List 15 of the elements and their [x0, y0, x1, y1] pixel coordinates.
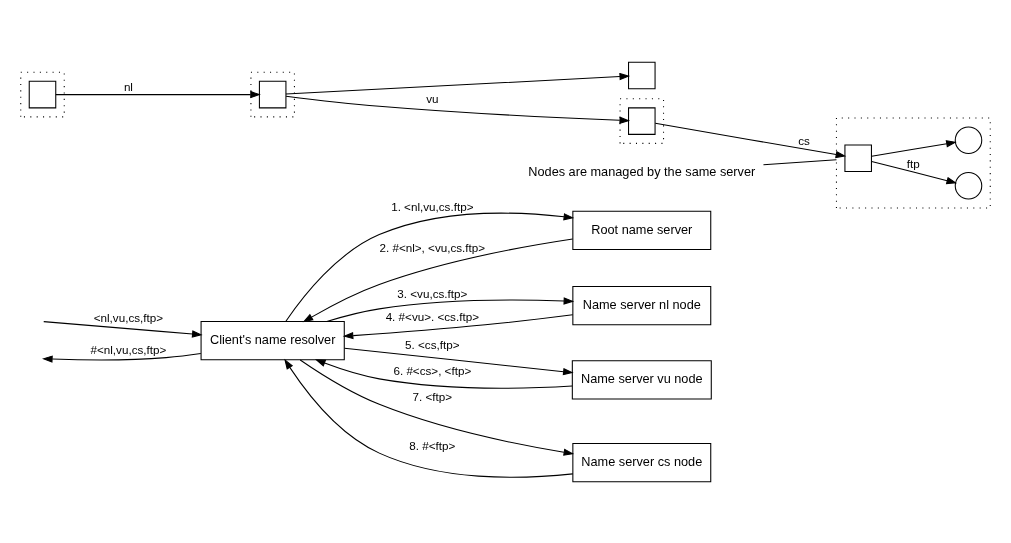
edge-label: 7. <ftp>	[412, 389, 453, 403]
edge-label: vu	[426, 91, 439, 105]
node-text: Nodes are managed by the same server	[528, 163, 756, 179]
edge-label: 6. #<cs>, <ftp>	[393, 363, 472, 377]
edge-label: cs	[798, 133, 810, 147]
edge-label: nl	[123, 79, 133, 93]
edge-label: 5. <cs,ftp>	[405, 337, 460, 351]
edge-label: 4. #<vu>. <cs.ftp>	[385, 309, 479, 323]
edge-label: 3. <vu,cs.ftp>	[397, 286, 468, 300]
edge-label: ftp	[906, 156, 920, 170]
edge-label: 8. #<ftp>	[409, 438, 456, 452]
edge-label: 2. #<nl>, <vu,cs.ftp>	[379, 240, 486, 254]
edge-label: #<nl,vu,cs,ftp>	[90, 342, 167, 356]
edge-label: 1. <nl,vu,cs.ftp>	[391, 199, 474, 213]
edge-label: <nl,vu,cs,ftp>	[93, 310, 164, 324]
